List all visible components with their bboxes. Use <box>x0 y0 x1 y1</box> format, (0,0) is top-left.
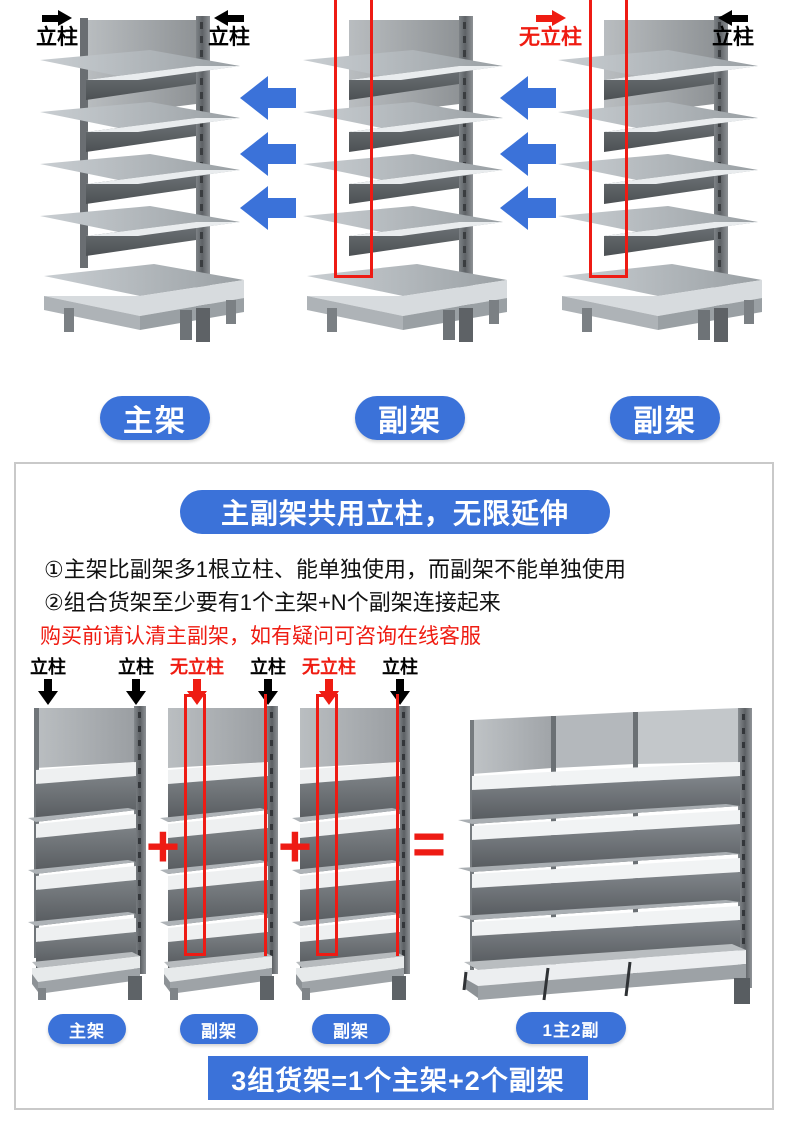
connector-arrow-icon <box>500 186 556 230</box>
panel-column-marker-5: 无立柱 <box>302 658 356 705</box>
operator-equals: = <box>412 812 446 877</box>
column-guide-line <box>396 694 399 956</box>
combined-shelf-unit <box>452 700 772 1010</box>
missing-column-marker-line <box>334 275 373 278</box>
unit-label-main-frame: 主架 <box>100 396 210 440</box>
shelf-unit-main-frame <box>30 8 270 358</box>
missing-column-marker-line <box>589 275 628 278</box>
panel-unit-label-main-frame: 主架 <box>48 1014 126 1044</box>
shelf-unit-auxiliary-frame-2 <box>548 8 788 358</box>
connector-arrow-icon <box>240 76 296 120</box>
connector-arrow-icon <box>500 132 556 176</box>
connector-arrow-icon <box>240 186 296 230</box>
column-marker-right-1: 立柱 <box>208 10 250 49</box>
panel-note-1: ①主架比副架多1根立柱、能单独使用，而副架不能单独使用 <box>44 557 626 582</box>
missing-column-highlight-1 <box>184 694 206 956</box>
panel-column-marker-3: 无立柱 <box>170 658 224 705</box>
right-arrow-icon <box>42 10 72 26</box>
column-marker-right-3: 立柱 <box>712 10 754 49</box>
panel-warning: 购买前请认清主副架，如有疑问可咨询在线客服 <box>40 625 481 648</box>
operator-plus-1: + <box>146 814 180 879</box>
missing-column-marker-line <box>625 0 628 278</box>
missing-column-highlight-2 <box>316 694 338 956</box>
panel-column-marker-2: 立柱 <box>118 658 154 705</box>
equation-banner: 3组货架=1个主架+2个副架 <box>208 1056 588 1100</box>
wall-shelf-auxiliary-frame-2 <box>292 700 422 1005</box>
missing-column-marker-line <box>589 0 592 278</box>
panel-column-marker-1: 立柱 <box>30 658 66 705</box>
missing-column-marker-line <box>334 0 337 278</box>
wall-shelf-auxiliary-frame-1 <box>160 700 290 1005</box>
connector-arrow-icon <box>500 76 556 120</box>
column-guide-line <box>264 694 267 956</box>
wall-shelf-main-frame <box>28 700 158 1005</box>
panel-column-marker-4: 立柱 <box>250 658 286 705</box>
right-arrow-icon <box>535 10 566 26</box>
down-arrow-icon <box>126 678 146 705</box>
panel-headline: 主副架共用立柱，无限延伸 <box>180 490 610 534</box>
down-arrow-icon <box>258 678 278 705</box>
shelf-unit-auxiliary-frame-1 <box>293 8 533 358</box>
panel-unit-label-auxiliary-2: 副架 <box>312 1014 390 1044</box>
panel-column-marker-6: 立柱 <box>382 658 418 705</box>
panel-unit-label-auxiliary-1: 副架 <box>180 1014 258 1044</box>
column-marker-left-1: 立柱 <box>36 10 78 49</box>
down-arrow-icon <box>390 678 410 705</box>
unit-label-auxiliary-frame-2: 副架 <box>610 396 720 440</box>
down-arrow-icon <box>38 678 58 705</box>
no-column-marker-left-3: 无立柱 <box>519 10 582 49</box>
panel-unit-label-combined: 1主2副 <box>516 1012 626 1044</box>
missing-column-marker-line <box>370 0 373 278</box>
connector-arrow-icon <box>240 132 296 176</box>
operator-plus-2: + <box>278 814 312 879</box>
left-arrow-icon <box>214 10 244 26</box>
panel-note-2: ②组合货架至少要有1个主架+N个副架连接起来 <box>44 590 501 615</box>
unit-label-auxiliary-frame-1: 副架 <box>355 396 465 440</box>
left-arrow-icon <box>718 10 748 26</box>
